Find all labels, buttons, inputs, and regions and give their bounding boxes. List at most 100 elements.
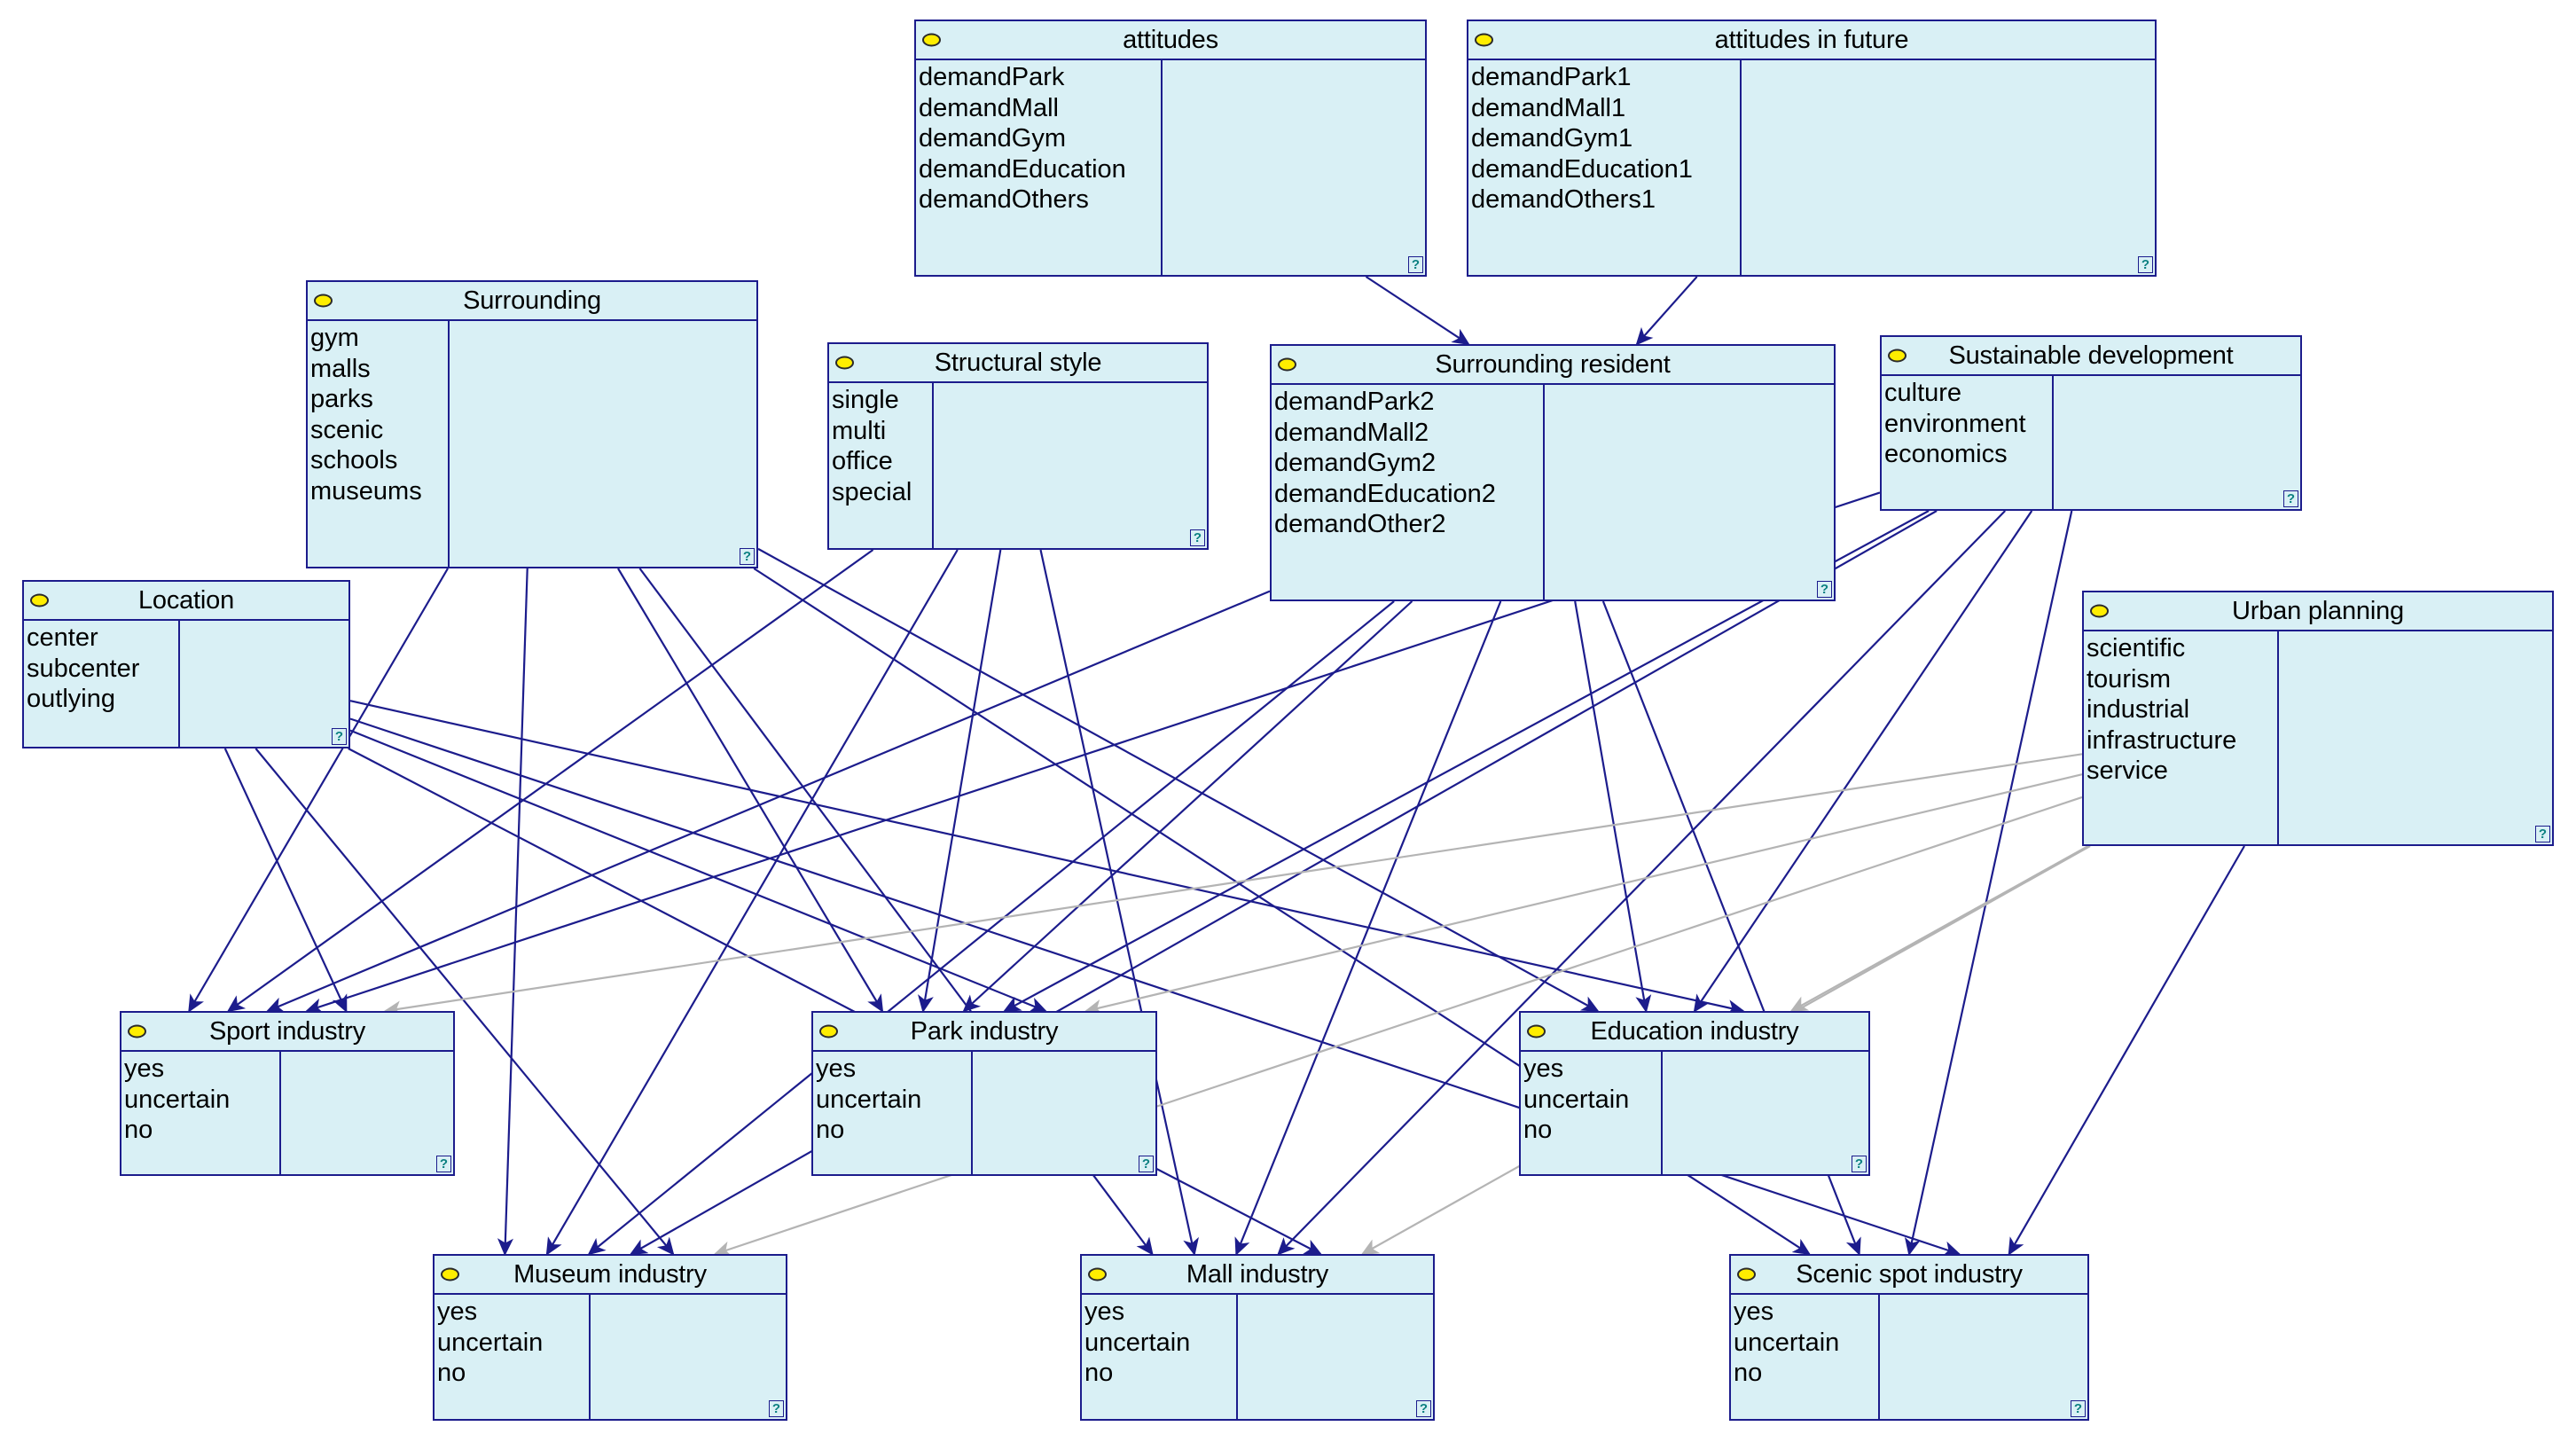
help-icon[interactable]: ? bbox=[332, 728, 347, 745]
state-label[interactable]: demandEducation1 bbox=[1471, 154, 1693, 184]
node-header: Museum industry bbox=[435, 1256, 786, 1295]
state-label[interactable]: no bbox=[437, 1359, 466, 1387]
lightbulb-icon bbox=[128, 1024, 146, 1038]
state-label[interactable]: culture bbox=[1884, 379, 1962, 407]
help-icon[interactable]: ? bbox=[2535, 826, 2550, 842]
state-label[interactable]: yes bbox=[1523, 1054, 1564, 1083]
help-icon[interactable]: ? bbox=[2283, 490, 2298, 507]
state-label[interactable]: uncertain bbox=[437, 1328, 544, 1357]
help-icon[interactable]: ? bbox=[2071, 1400, 2086, 1417]
state-label[interactable]: no bbox=[816, 1116, 845, 1144]
state-label[interactable]: malls bbox=[310, 354, 371, 383]
node-header: Mall industry bbox=[1082, 1256, 1433, 1295]
state-label[interactable]: yes bbox=[1084, 1297, 1125, 1326]
state-label[interactable]: demandOthers1 bbox=[1471, 185, 1656, 214]
state-label[interactable]: demandOther2 bbox=[1274, 510, 1446, 538]
state-label[interactable]: museums bbox=[310, 476, 422, 505]
state-label[interactable]: center bbox=[27, 623, 98, 652]
state-label[interactable]: uncertain bbox=[124, 1085, 231, 1114]
state-label[interactable]: no bbox=[1734, 1359, 1763, 1387]
state-label[interactable]: office bbox=[832, 447, 893, 475]
state-label[interactable]: demandMall2 bbox=[1274, 418, 1429, 447]
state-label[interactable]: uncertain bbox=[1523, 1085, 1630, 1114]
state-label[interactable]: demandMall1 bbox=[1471, 93, 1626, 122]
state-label[interactable]: demandEducation2 bbox=[1274, 479, 1496, 508]
help-icon[interactable]: ? bbox=[2138, 256, 2153, 273]
help-icon[interactable]: ? bbox=[769, 1400, 784, 1417]
state-label[interactable]: environment bbox=[1884, 409, 2026, 438]
state-label[interactable]: yes bbox=[1734, 1297, 1774, 1326]
lightbulb-icon bbox=[1888, 349, 1907, 363]
state-label[interactable]: yes bbox=[816, 1054, 857, 1083]
state-label[interactable]: demandGym1 bbox=[1471, 124, 1633, 153]
state-label[interactable]: subcenter bbox=[27, 654, 140, 683]
state-label[interactable]: uncertain bbox=[1734, 1328, 1840, 1357]
state-label[interactable]: infrastructure bbox=[2087, 725, 2237, 755]
help-icon[interactable]: ? bbox=[1408, 256, 1423, 273]
help-icon[interactable]: ? bbox=[1139, 1156, 1154, 1172]
state-label[interactable]: uncertain bbox=[816, 1085, 922, 1114]
state-label[interactable]: demandEducation bbox=[919, 154, 1126, 184]
state-label[interactable]: gym bbox=[310, 324, 359, 352]
state-label[interactable]: demandGym2 bbox=[1274, 449, 1437, 477]
state-label[interactable]: scenic bbox=[310, 415, 384, 444]
state-label[interactable]: demandPark2 bbox=[1274, 388, 1435, 416]
lightbulb-icon bbox=[835, 356, 854, 370]
state-label[interactable]: schools bbox=[310, 446, 398, 474]
state-label[interactable]: demandPark1 bbox=[1471, 63, 1632, 91]
state-label[interactable]: scientific bbox=[2087, 634, 2186, 662]
state-label[interactable]: industrial bbox=[2087, 695, 2190, 724]
state-label[interactable]: parks bbox=[310, 385, 373, 413]
help-icon[interactable]: ? bbox=[1852, 1156, 1867, 1172]
help-icon[interactable]: ? bbox=[1416, 1400, 1431, 1417]
help-icon[interactable]: ? bbox=[740, 548, 755, 565]
state-label[interactable]: yes bbox=[124, 1054, 165, 1083]
probability-bar-area: ? bbox=[1238, 1295, 1433, 1419]
probability-bar-area: ? bbox=[2054, 376, 2300, 509]
node-title: Museum industry bbox=[513, 1259, 707, 1289]
state-label[interactable]: single bbox=[832, 386, 899, 414]
help-icon[interactable]: ? bbox=[1817, 581, 1832, 598]
state-label[interactable]: uncertain bbox=[1084, 1328, 1191, 1357]
state-label[interactable]: economics bbox=[1884, 440, 2008, 468]
state-label[interactable]: demandOthers bbox=[919, 185, 1089, 214]
state-label[interactable]: special bbox=[832, 477, 912, 506]
state-label[interactable]: demandMall bbox=[919, 93, 1059, 122]
state-label[interactable]: no bbox=[1084, 1359, 1114, 1387]
state-label[interactable]: tourism bbox=[2087, 664, 2172, 694]
state-label[interactable]: yes bbox=[437, 1297, 478, 1326]
state-label[interactable]: outlying bbox=[27, 685, 115, 713]
state-label[interactable]: no bbox=[124, 1116, 153, 1144]
state-label[interactable]: demandPark bbox=[919, 63, 1065, 91]
state-label[interactable]: demandGym bbox=[919, 124, 1067, 153]
state-label[interactable]: no bbox=[1523, 1116, 1553, 1144]
help-icon[interactable]: ? bbox=[436, 1156, 451, 1172]
lightbulb-icon bbox=[1278, 357, 1296, 372]
help-icon[interactable]: ? bbox=[1190, 529, 1205, 546]
state-label[interactable]: service bbox=[2087, 756, 2168, 785]
node-header: attitudes in future bbox=[1468, 21, 2155, 60]
state-label[interactable]: multi bbox=[832, 416, 887, 445]
